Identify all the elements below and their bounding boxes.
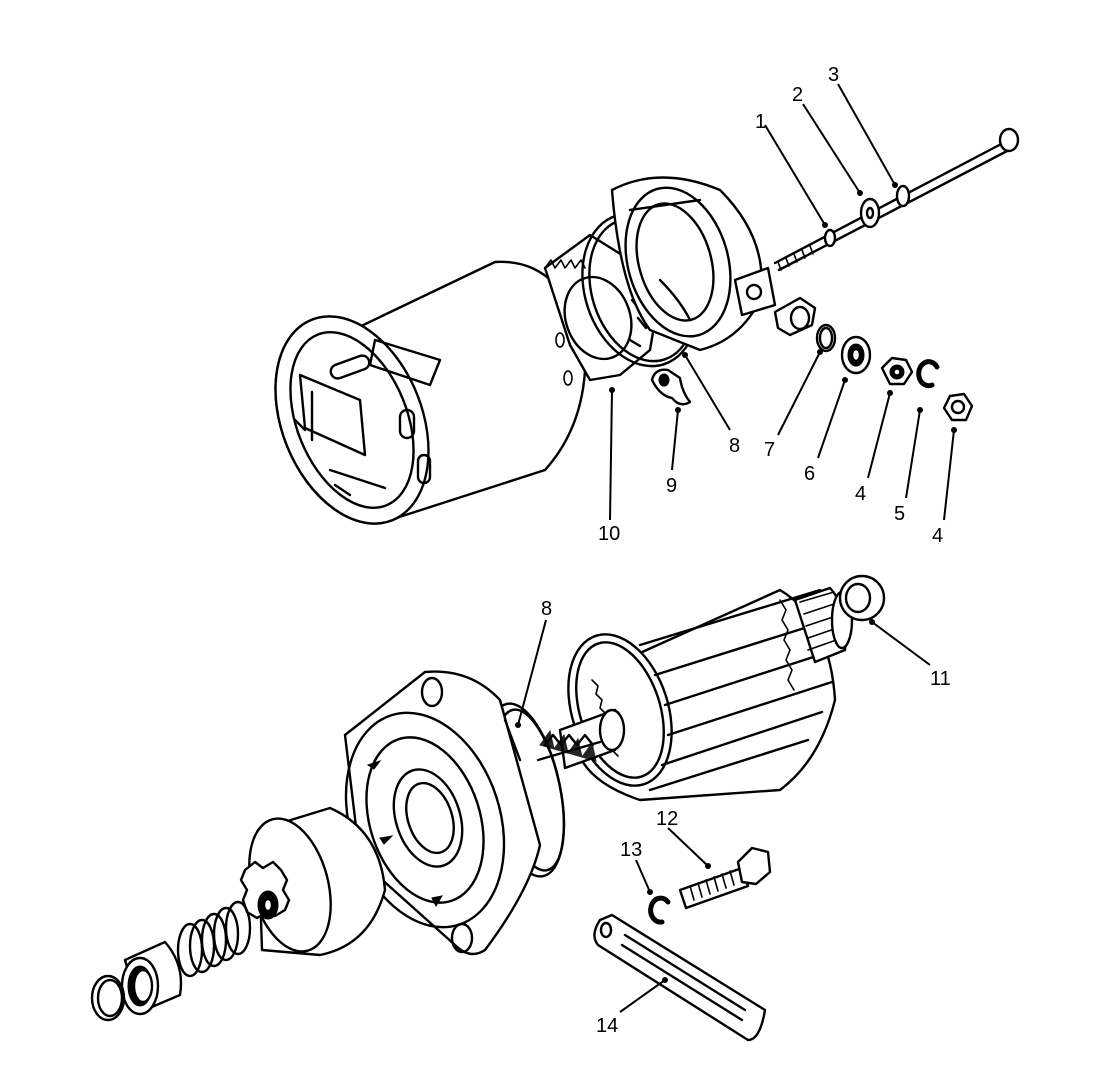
thrust-washer-11 [838, 574, 886, 622]
callout-12: 12 [656, 808, 678, 830]
lock-washer-13 [648, 895, 671, 925]
snap-ring-5 [916, 359, 940, 389]
callout-1: 1 [755, 111, 766, 133]
pinion-clutch [239, 806, 387, 957]
callout-3: 3 [828, 64, 839, 86]
callout-2: 2 [792, 84, 803, 106]
washer-1 [823, 228, 837, 248]
o-ring-7 [815, 323, 837, 353]
washer-3 [895, 184, 911, 208]
callout-13: 13 [620, 839, 642, 861]
nut-4b [942, 392, 974, 422]
callout-4-nut-b: 4 [932, 525, 943, 547]
bolt-12 [678, 846, 772, 910]
armature [536, 586, 854, 802]
callout-7: 7 [764, 439, 775, 461]
leader-lines [515, 83, 957, 1013]
callout-8-bottom: 8 [541, 598, 552, 620]
mounting-strap-14 [593, 913, 767, 1042]
callout-6: 6 [804, 463, 815, 485]
bushing-6 [840, 335, 872, 375]
callout-11: 11 [930, 668, 951, 690]
callout-8-top: 8 [729, 435, 740, 457]
pinion-sleeve [120, 940, 183, 1016]
lead-clip-9 [650, 368, 692, 406]
washer-2 [859, 197, 881, 229]
snap-ring-pinion [90, 974, 126, 1022]
callout-labels: 1 2 3 4 5 4 6 7 8 9 10 8 11 12 13 14 [541, 64, 951, 1037]
through-bolt [773, 127, 1020, 272]
callout-14: 14 [596, 1015, 618, 1037]
terminal-insulator [773, 296, 817, 337]
callout-10: 10 [598, 523, 620, 545]
callout-5: 5 [894, 503, 905, 525]
drive-spring [176, 900, 252, 978]
commutator-end-frame [610, 176, 777, 352]
callout-4-nut-a: 4 [855, 483, 866, 505]
field-frame-housing [274, 260, 587, 525]
nut-4a [880, 356, 914, 386]
callout-9: 9 [666, 475, 677, 497]
drive-end-housing [343, 670, 542, 956]
